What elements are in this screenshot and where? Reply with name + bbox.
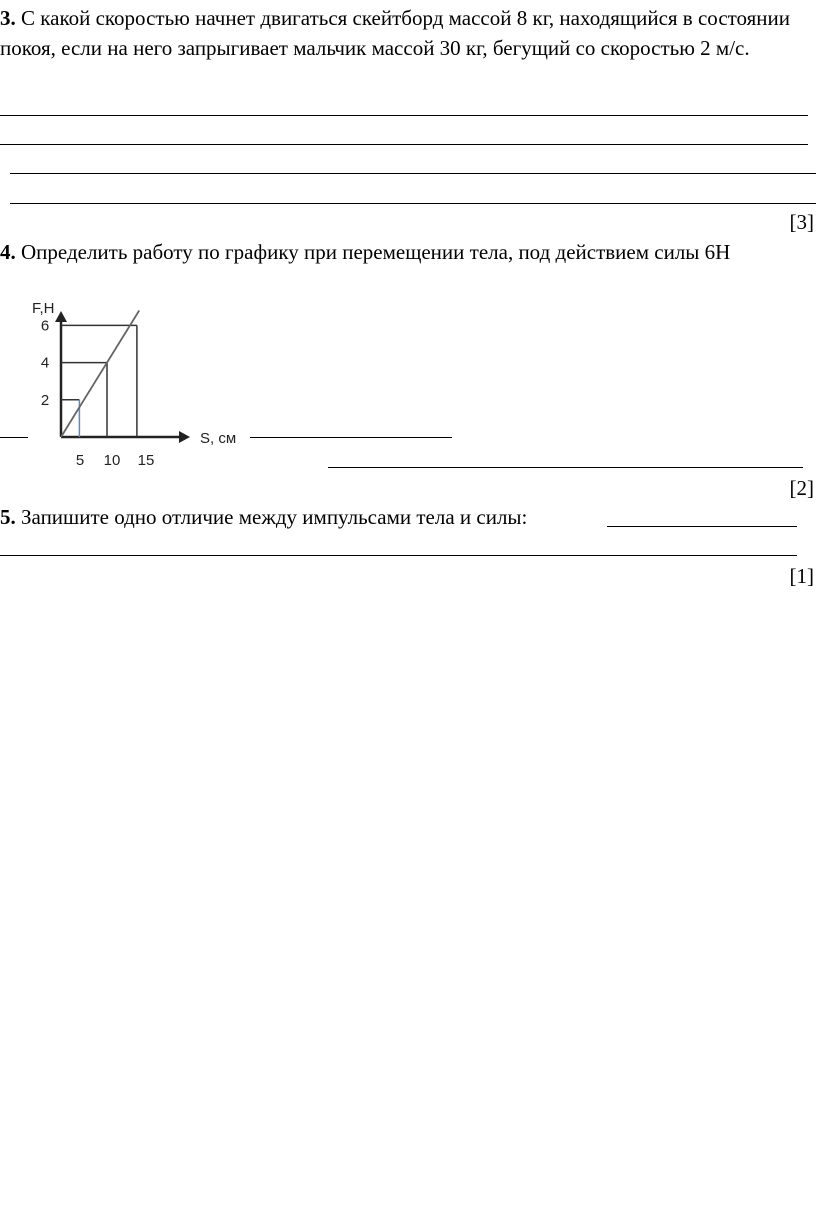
- answer-line[interactable]: [10, 203, 816, 204]
- answer-line[interactable]: [0, 437, 28, 438]
- question-5-text: 5. Запишите одно отличие между импульсам…: [0, 503, 527, 532]
- question-5-body: Запишите одно отличие между импульсами т…: [15, 505, 528, 529]
- x-tick-label: 15: [138, 452, 155, 469]
- x-axis-label: S, см: [200, 430, 236, 447]
- question-3-text: 3. С какой скоростью начнет двигаться ск…: [0, 4, 806, 63]
- answer-line[interactable]: [0, 115, 808, 116]
- question-4-body: Определить работу по графику при перемещ…: [15, 240, 731, 264]
- y-tick-label: 6: [41, 317, 49, 334]
- x-axis-arrow: [179, 431, 190, 443]
- y-axis-label: F,H: [32, 300, 55, 317]
- question-3-score: [3]: [789, 210, 815, 234]
- x-tick-label: 5: [76, 452, 84, 469]
- series-line: [60, 310, 140, 438]
- question-4-text: 4. Определить работу по графику при пере…: [0, 238, 800, 268]
- answer-line[interactable]: [607, 526, 797, 527]
- graph-ticks: 5 10 15 2 4 6: [41, 317, 155, 469]
- question-3-body: С какой скоростью начнет двигаться скейт…: [0, 6, 791, 60]
- question-4-number: 4.: [0, 240, 16, 264]
- y-axis-arrow: [55, 311, 67, 322]
- y-tick-label: 4: [41, 355, 49, 372]
- answer-line[interactable]: [0, 144, 808, 145]
- question-4-score: [2]: [789, 476, 815, 500]
- answer-line[interactable]: [0, 555, 797, 556]
- question-5-score: [1]: [789, 564, 815, 588]
- question-5-number: 5.: [0, 505, 16, 529]
- answer-line[interactable]: [328, 467, 803, 468]
- question-3-number: 3.: [0, 6, 16, 30]
- graph-axes: [55, 311, 190, 443]
- answer-line[interactable]: [250, 437, 452, 438]
- force-distance-graph: 5 10 15 2 4 6 F,H S, см: [32, 300, 236, 469]
- graph-series: [60, 310, 140, 438]
- x-tick-label: 10: [104, 452, 121, 469]
- answer-line[interactable]: [10, 173, 816, 174]
- y-tick-label: 2: [41, 392, 49, 409]
